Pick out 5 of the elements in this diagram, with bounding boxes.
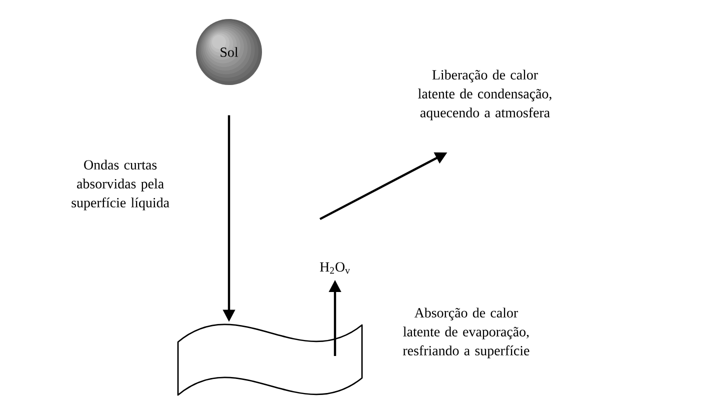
water-surface-drawing bbox=[177, 324, 363, 396]
edge-label: Absorção de calor latente de evaporação, resfriando a superfície bbox=[402, 308, 530, 358]
edge-label: Ondas curtas absorvidas pela superfície líquida bbox=[72, 160, 170, 210]
annotation-text: Liberação de calor latente de condensação, aquecendo a atmosfera bbox=[418, 70, 552, 120]
vapor-label: H$_{2}$O$_{v}$ bbox=[320, 262, 350, 274]
